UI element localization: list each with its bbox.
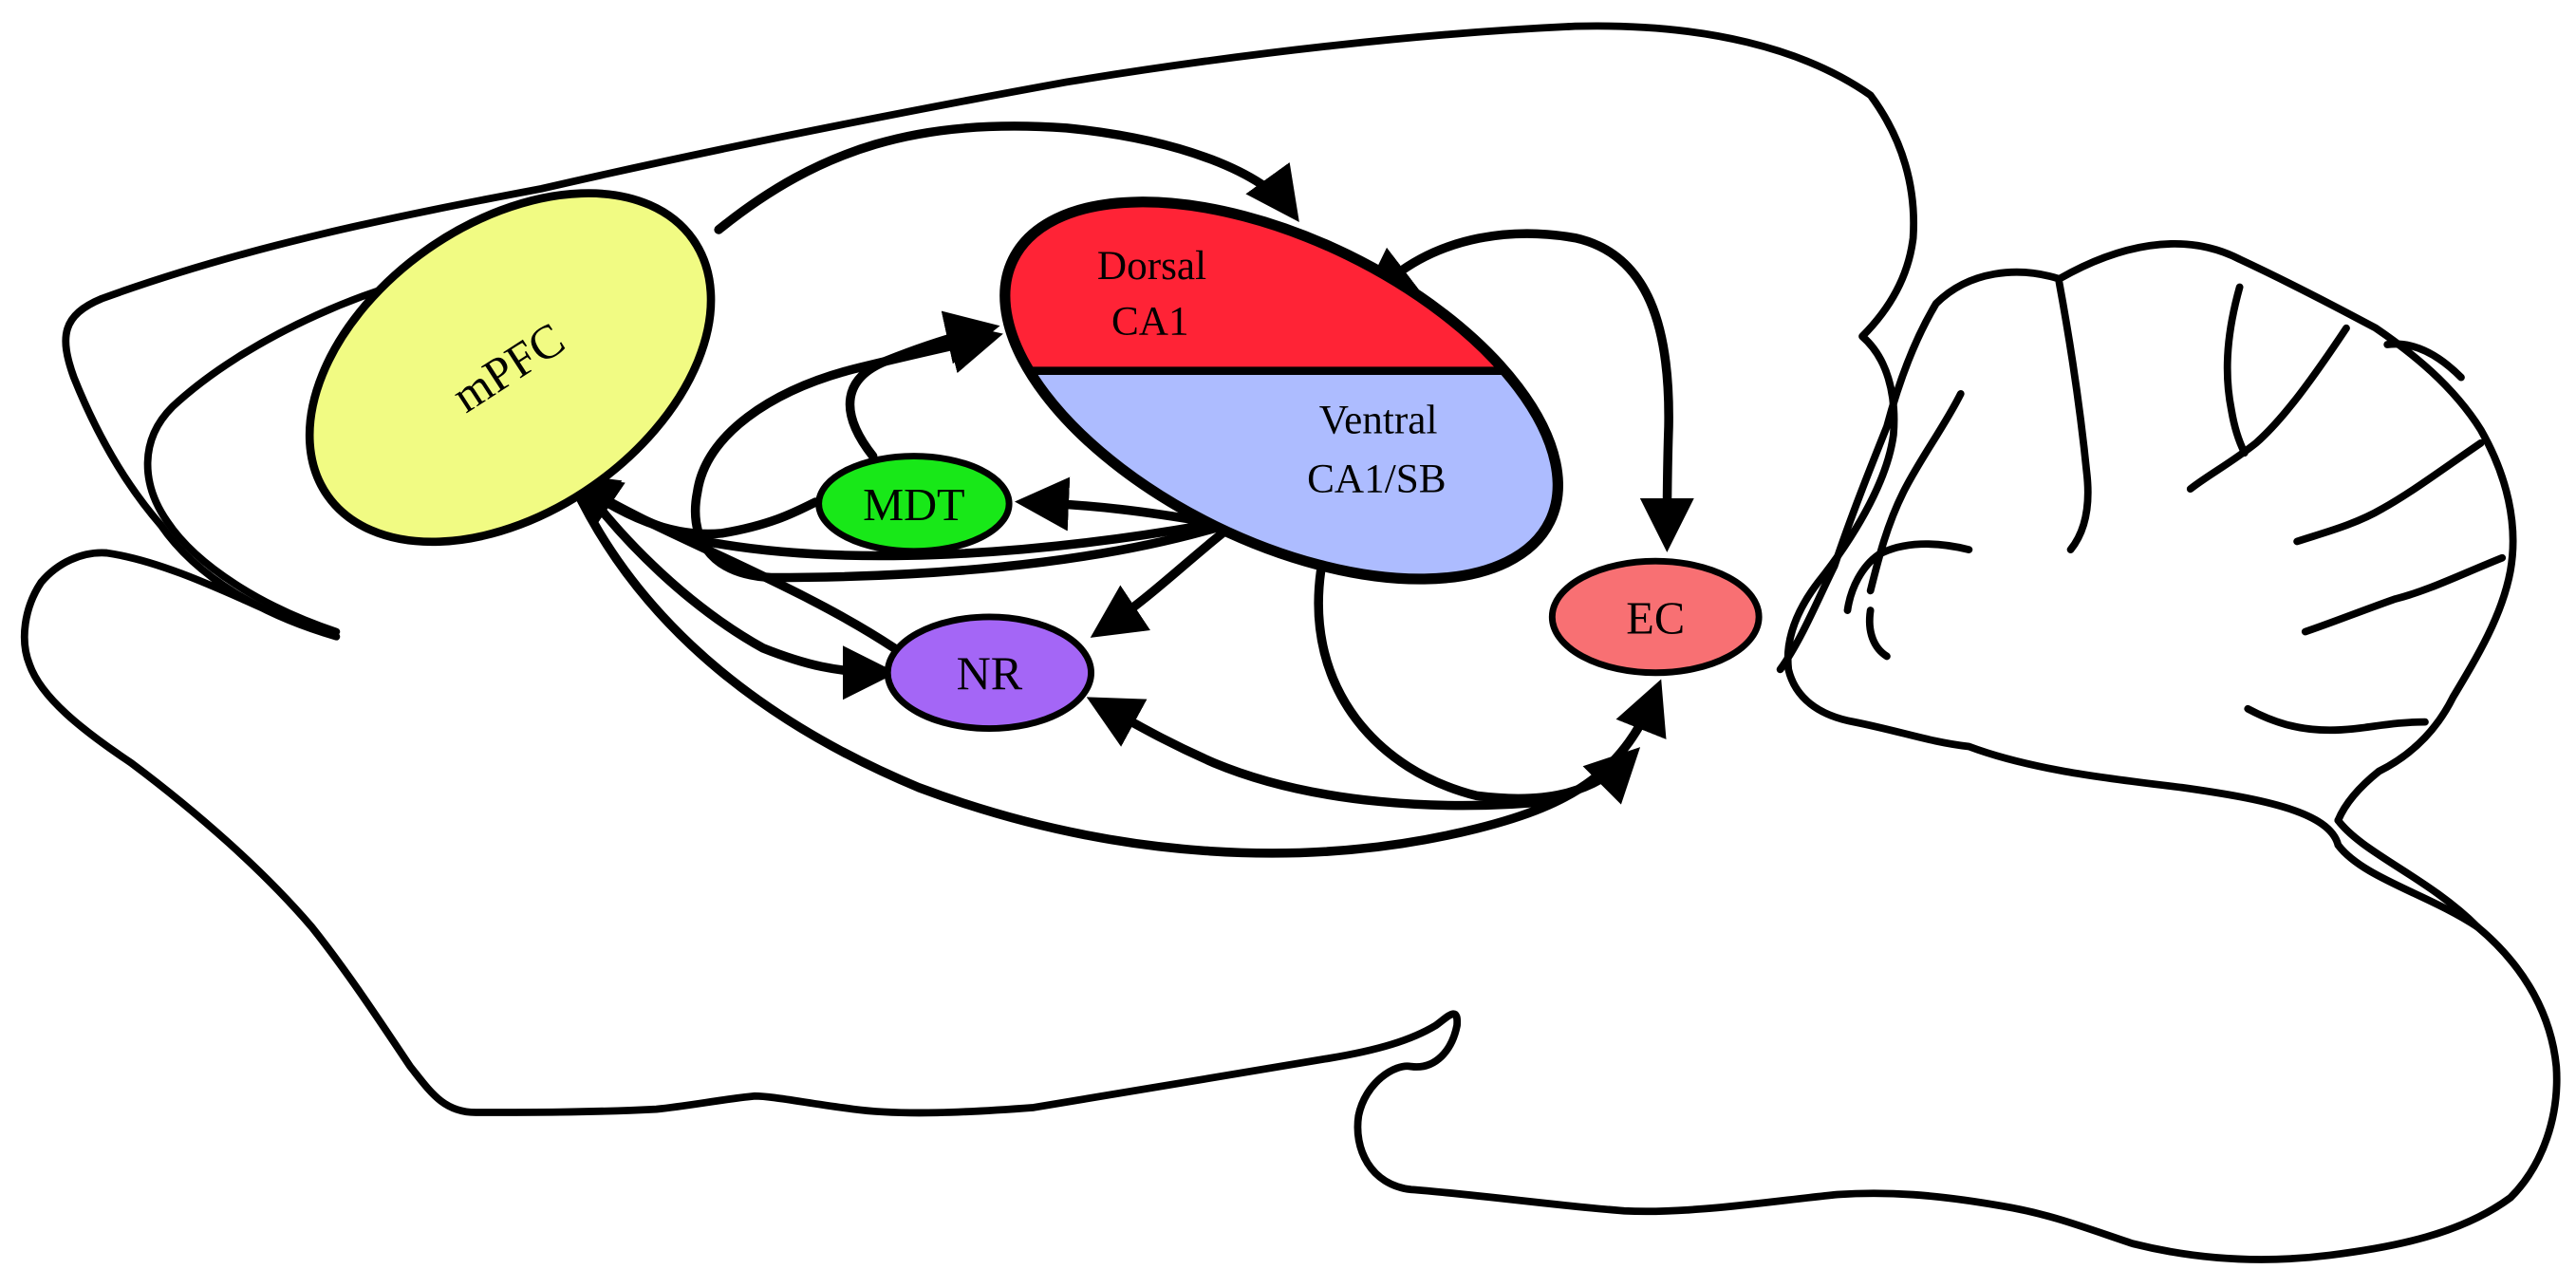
region-hippocampus: Dorsal CA1 Ventral CA1/SB xyxy=(946,163,1616,601)
ec-ellipse xyxy=(1548,557,1763,677)
region-nr: NR xyxy=(884,613,1095,732)
cerebellum-fold-1 xyxy=(2055,278,2092,553)
mpfc-ellipse xyxy=(305,189,716,547)
brain-outline xyxy=(20,22,2561,1263)
arrow-ventral-mdt-mpfc xyxy=(690,320,1219,583)
cerebellum-fold-3 xyxy=(2186,324,2350,494)
cerebellum-outline xyxy=(1776,240,2517,825)
dorsal-ca1-fill xyxy=(946,163,1616,371)
mdt-ellipse xyxy=(815,453,1013,555)
arrow-ventral-to-nr xyxy=(1090,529,1227,638)
arrow-nr-to-mpfc xyxy=(562,473,899,653)
arrow-mpfc-to-nr xyxy=(577,480,897,700)
arrow-mdt-to-dorsal-ca1 xyxy=(845,310,1000,461)
arrow-ventral-to-mdt xyxy=(1015,476,1211,532)
cerebellum-fold-2 xyxy=(1866,389,1965,595)
cerebellum-fold-9 xyxy=(2383,340,2465,382)
cerebellum-fold-6 xyxy=(2244,704,2429,735)
cerebellum-fold-5 xyxy=(2301,553,2507,636)
ventral-ca1-sb-label-line2: CA1/SB xyxy=(1307,457,1446,502)
region-mpfc: mPFC xyxy=(305,189,716,547)
connections xyxy=(535,121,1694,858)
ventral-ca1-sb-label-line1: Ventral xyxy=(1319,397,1438,442)
nr-ellipse xyxy=(884,613,1095,732)
cerebellum-fold-7 xyxy=(2223,283,2249,457)
arrow-ec-to-nr xyxy=(1086,697,1560,811)
nr-label: NR xyxy=(957,646,1023,700)
dorsal-ca1-label-line1: Dorsal xyxy=(1097,243,1206,289)
ec-label: EC xyxy=(1626,593,1685,644)
arrow-mpfc-to-dorsal-ca1 xyxy=(714,121,1299,234)
arrow-ec-dorsal-ca1 xyxy=(1360,229,1694,552)
region-mdt: MDT xyxy=(815,453,1013,555)
cerebellum-fold-10 xyxy=(1865,607,1891,661)
cortex-outline xyxy=(20,22,2561,1263)
hippocampus-outline xyxy=(999,196,1563,585)
brainstem-line xyxy=(2334,816,2482,931)
dorsal-ca1-label-line2: CA1 xyxy=(1111,299,1189,345)
region-ec: EC xyxy=(1548,557,1763,677)
cerebellum-fold-4 xyxy=(2293,439,2485,546)
cerebellum-fold-8 xyxy=(1843,540,1973,614)
arrow-ventral-to-ec-and-nr xyxy=(1314,566,1641,805)
mdt-label: MDT xyxy=(863,480,965,531)
